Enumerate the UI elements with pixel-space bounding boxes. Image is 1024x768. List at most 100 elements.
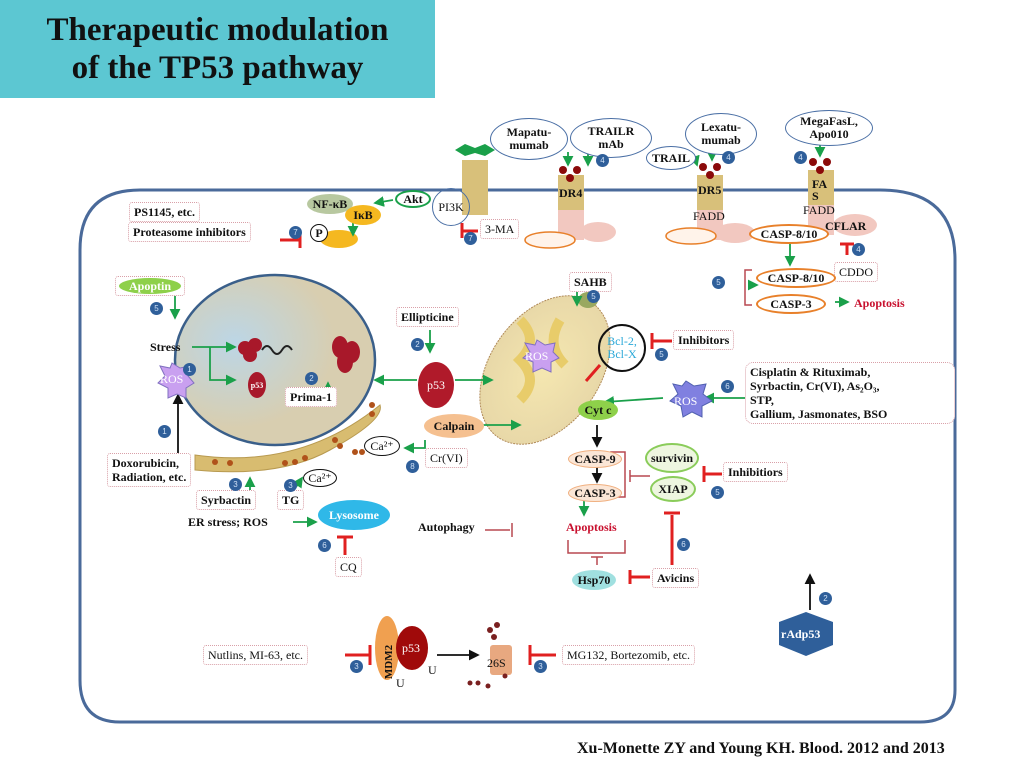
survivin-node: survivin (645, 443, 699, 473)
hsp70-node: Hsp70 (572, 570, 616, 590)
mdm2-label: MDM2 (383, 644, 396, 680)
casp-8-10-node: CASP-8/10 (756, 268, 836, 288)
number-badge: 3 (534, 660, 547, 673)
cell-membrane (78, 188, 957, 724)
slide-title: Therapeutic modulation of the TP53 pathw… (0, 0, 435, 98)
trailr-mab-label: TRAILR mAb (570, 118, 652, 158)
number-badge: 3 (229, 478, 242, 491)
radp53-hexagon (779, 612, 833, 656)
citation: Xu-Monette ZY and Young KH. Blood. 2012 … (577, 740, 945, 757)
fas-label: FA S (812, 177, 828, 203)
casp-3-node: CASP-3 (568, 484, 622, 502)
tg-label: TG (277, 490, 305, 510)
cddo-label: CDDO (834, 262, 879, 282)
number-badge: 5 (712, 276, 725, 289)
ros-label: ROS (525, 349, 549, 363)
number-badge: 1 (183, 363, 196, 376)
proteasome-inhibitors-label: Proteasome inhibitors (128, 222, 251, 242)
endoplasmic-reticulum (194, 404, 381, 473)
p53-main-node: p53 (418, 362, 454, 408)
number-badge: 1 (158, 425, 171, 438)
number-badge: 2 (305, 372, 318, 385)
er-stress-label: ER stress; ROS (188, 515, 268, 529)
radp53-label: rAdp53 (781, 627, 821, 641)
number-badge: 6 (721, 380, 734, 393)
dr4-receptor (524, 166, 616, 249)
stress-label: Stress (150, 340, 181, 354)
pi3k-receptor (455, 144, 495, 215)
fas-receptor (808, 158, 877, 236)
ellipticine-label: Ellipticine (396, 307, 459, 327)
prima-1-label: Prima-1 (285, 387, 337, 407)
cflar-label: CFLAR (825, 219, 867, 233)
ps1145-label: PS1145, etc. (129, 202, 200, 222)
dr5-label: DR5 (698, 183, 722, 197)
cisplatin-drugs-label: Cisplatin & Rituximab, Syrbactin, Cr(VI)… (745, 362, 955, 424)
inhibitors-label: Inhibitors (673, 330, 735, 350)
mg132-label: MG132, Bortezomib, etc. (562, 645, 695, 665)
number-badge: 2 (411, 338, 424, 351)
number-badge: 3 (350, 660, 363, 673)
calcium-node: Ca²⁺ (364, 436, 400, 456)
apoptin-node: Apoptin (119, 278, 181, 294)
casp-8-10-node: CASP-8/10 (749, 224, 829, 244)
mapatumumab-label: Mapatu- mumab (490, 118, 568, 160)
number-badge: 4 (722, 151, 735, 164)
number-badge: 7 (289, 226, 302, 239)
dr4-label: DR4 (559, 186, 583, 200)
ros-label: ROS (674, 394, 698, 408)
title-line-2: of the TP53 pathway (71, 50, 364, 86)
cr-vi-label: Cr(VI) (425, 448, 468, 468)
number-badge: 8 (406, 460, 419, 473)
ubiquitin-label: U (428, 663, 437, 677)
avicins-label: Avicins (652, 568, 700, 588)
proteasome-26s-label: 26S (487, 656, 506, 670)
autophagy-label: Autophagy (418, 520, 475, 534)
phosphate-node: P (310, 224, 328, 242)
casp-3-node: CASP-3 (756, 294, 826, 314)
title-line-1: Therapeutic modulation (46, 12, 389, 48)
nf-kb-node: NF-κB (307, 194, 353, 214)
megafasl-label: MegaFasL, Apo010 (785, 110, 873, 146)
apoptosis-label: Apoptosis (566, 520, 617, 534)
lysosome-node: Lysosome (318, 500, 390, 530)
syrbactin-label: Syrbactin (196, 490, 257, 510)
p53-small-node: p53 (248, 372, 266, 398)
casp-9-node: CASP-9 (568, 450, 622, 468)
number-badge: 5 (655, 348, 668, 361)
calcium-node: Ca²⁺ (303, 469, 337, 487)
number-badge: 6 (677, 538, 690, 551)
ros-label: ROS (160, 372, 184, 386)
sahb-label: SAHB (569, 272, 612, 292)
number-badge: 7 (464, 232, 477, 245)
number-badge: 6 (318, 539, 331, 552)
3-ma-label: 3-MA (480, 219, 520, 239)
calpain-node: Calpain (424, 414, 484, 438)
xiap-node: XIAP (650, 476, 696, 502)
bcl2-bclx-node: Bcl-2, Bcl-X (598, 324, 646, 372)
nutlins-label: Nutlins, MI-63, etc. (203, 645, 308, 665)
ikb-node: IκB (345, 205, 381, 225)
number-badge: 2 (819, 592, 832, 605)
doxorubicin-label: Doxorubicin, Radiation, etc. (107, 453, 192, 487)
dr5-receptor (665, 163, 755, 245)
fadd-label: FADD (693, 209, 725, 223)
mitochondrion (479, 295, 611, 445)
number-badge: 4 (794, 151, 807, 164)
p53-label: p53 (402, 641, 420, 655)
pi3k-node: PI3K (432, 188, 470, 226)
lexatumumab-label: Lexatu- mumab (685, 113, 757, 155)
cyt-c-node: Cyt c (578, 400, 618, 420)
number-badge: 4 (852, 243, 865, 256)
number-badge: 5 (150, 302, 163, 315)
cq-label: CQ (335, 557, 362, 577)
number-badge: 3 (284, 479, 297, 492)
ubiquitin-label: U (396, 676, 405, 690)
trail-label: TRAIL (646, 146, 696, 170)
number-badge: 5 (587, 290, 600, 303)
apoptosis-label: Apoptosis (854, 296, 905, 310)
fadd-label: FADD (803, 203, 835, 217)
number-badge: 4 (596, 154, 609, 167)
akt-node: Akt (395, 190, 431, 208)
inhibitiors-label: Inhibitiors (723, 462, 788, 482)
